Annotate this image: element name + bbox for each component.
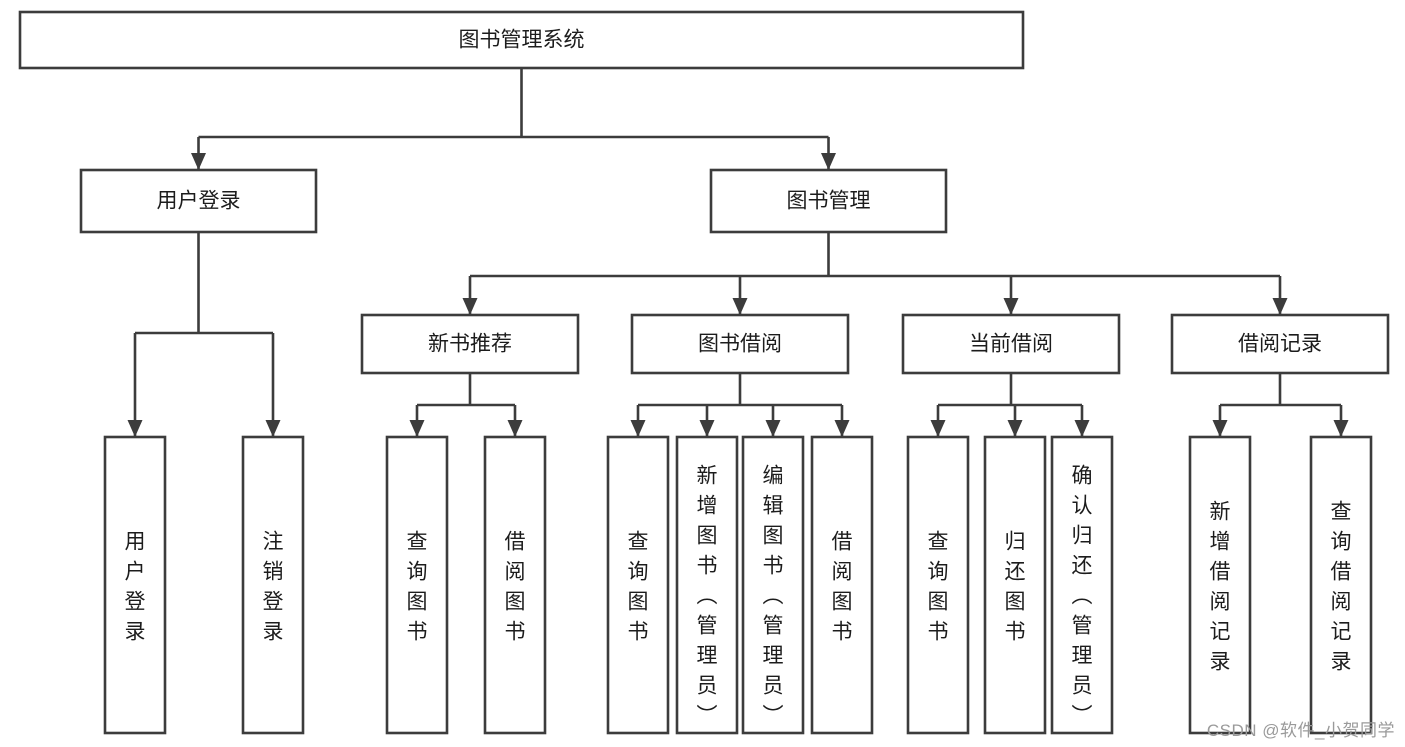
node-label-leaf-query-book-2: 查询图书 xyxy=(628,530,649,643)
arrow-head xyxy=(191,153,206,170)
arrow-head xyxy=(1007,420,1023,437)
node-leaf-query-record[interactable]: 查询借阅记录 xyxy=(1309,435,1373,735)
arrow-head xyxy=(507,420,523,437)
node-box-new-book-recommend xyxy=(360,313,580,375)
arrow-head xyxy=(1212,420,1228,437)
arrow-head xyxy=(699,420,715,437)
node-label-leaf-confirm-return: 确认归还︵管理员︶ xyxy=(1072,464,1093,727)
node-box-user-login xyxy=(79,168,318,234)
arrow-head xyxy=(1003,298,1019,315)
arrow-head xyxy=(821,153,836,170)
arrow-head xyxy=(409,420,425,437)
arrow-head xyxy=(127,420,143,437)
node-book-manage[interactable]: 图书管理 xyxy=(709,168,948,234)
node-leaf-query-book-2[interactable]: 查询图书 xyxy=(606,435,670,735)
node-label-book-borrow: 图书借阅 xyxy=(698,333,782,356)
node-box-leaf-borrow-book-2 xyxy=(810,435,874,735)
arrow-head xyxy=(1272,298,1288,315)
node-label-leaf-add-book: 新增图书︵管理员︶ xyxy=(697,464,718,727)
node-borrow-record[interactable]: 借阅记录 xyxy=(1170,313,1390,375)
node-box-leaf-add-book xyxy=(675,435,739,735)
node-leaf-borrow-book-2[interactable]: 借阅图书 xyxy=(810,435,874,735)
node-root[interactable]: 图书管理系统 xyxy=(18,10,1025,70)
arrow-head xyxy=(732,298,748,315)
node-label-borrow-record: 借阅记录 xyxy=(1238,333,1322,356)
edge-record-to-leaves xyxy=(1212,373,1349,437)
node-label-leaf-logout: 注销登录 xyxy=(263,530,284,643)
arrow-head xyxy=(765,420,781,437)
node-box-leaf-confirm-return xyxy=(1050,435,1114,735)
node-box-current-borrow xyxy=(901,313,1121,375)
node-label-leaf-query-record: 查询借阅记录 xyxy=(1331,500,1352,673)
node-leaf-edit-book[interactable]: 编辑图书︵管理员︶ xyxy=(741,435,805,735)
node-label-leaf-borrow-book-2: 借阅图书 xyxy=(832,530,853,643)
node-label-leaf-borrow-book-1: 借阅图书 xyxy=(505,530,526,643)
node-box-leaf-edit-book xyxy=(741,435,805,735)
arrow-head xyxy=(630,420,646,437)
csdn-watermark: CSDN @软件_小贺同学 xyxy=(1206,721,1395,740)
node-label-leaf-edit-book: 编辑图书︵管理员︶ xyxy=(763,464,784,727)
arrow-head xyxy=(1333,420,1349,437)
node-label-book-manage: 图书管理 xyxy=(787,190,871,213)
node-box-leaf-query-book-3 xyxy=(906,435,970,735)
node-layer: 图书管理系统用户登录图书管理新书推荐图书借阅当前借阅借阅记录用户登录注销登录查询… xyxy=(18,10,1390,735)
arrow-head xyxy=(265,420,281,437)
edge-root-to-level2 xyxy=(191,68,836,170)
node-leaf-add-record[interactable]: 新增借阅记录 xyxy=(1188,435,1252,735)
node-leaf-add-book[interactable]: 新增图书︵管理员︶ xyxy=(675,435,739,735)
node-label-leaf-user-login: 用户登录 xyxy=(125,530,146,643)
node-box-book-borrow xyxy=(630,313,850,375)
edge-current-to-leaves xyxy=(930,373,1090,437)
arrow-head xyxy=(834,420,850,437)
node-label-leaf-return-book: 归还图书 xyxy=(1005,530,1026,643)
node-label-new-book-recommend: 新书推荐 xyxy=(428,333,512,356)
node-user-login[interactable]: 用户登录 xyxy=(79,168,318,234)
edge-bookmanage-to-level3 xyxy=(462,232,1288,315)
node-box-leaf-query-book-2 xyxy=(606,435,670,735)
node-leaf-logout[interactable]: 注销登录 xyxy=(241,435,305,735)
node-leaf-query-book-3[interactable]: 查询图书 xyxy=(906,435,970,735)
node-book-borrow[interactable]: 图书借阅 xyxy=(630,313,850,375)
edge-userlogin-to-leaves xyxy=(127,232,281,437)
node-leaf-confirm-return[interactable]: 确认归还︵管理员︶ xyxy=(1050,435,1114,735)
edge-borrow-to-leaves xyxy=(630,373,850,437)
node-leaf-user-login[interactable]: 用户登录 xyxy=(103,435,167,735)
edge-recommend-to-leaves xyxy=(409,373,523,437)
arrow-head xyxy=(1074,420,1090,437)
arrow-head xyxy=(930,420,946,437)
node-label-root: 图书管理系统 xyxy=(459,29,585,52)
node-leaf-return-book[interactable]: 归还图书 xyxy=(983,435,1047,735)
node-box-leaf-query-book-1 xyxy=(385,435,449,735)
node-label-current-borrow: 当前借阅 xyxy=(969,333,1053,356)
node-current-borrow[interactable]: 当前借阅 xyxy=(901,313,1121,375)
connector-layer xyxy=(127,68,1349,437)
node-new-book-recommend[interactable]: 新书推荐 xyxy=(360,313,580,375)
node-box-leaf-query-record xyxy=(1309,435,1373,735)
node-box-leaf-user-login xyxy=(103,435,167,735)
node-leaf-query-book-1[interactable]: 查询图书 xyxy=(385,435,449,735)
node-box-leaf-return-book xyxy=(983,435,1047,735)
node-box-root xyxy=(18,10,1025,70)
arrow-head xyxy=(462,298,478,315)
node-label-user-login: 用户登录 xyxy=(157,190,241,213)
node-box-borrow-record xyxy=(1170,313,1390,375)
node-box-book-manage xyxy=(709,168,948,234)
node-label-leaf-query-book-3: 查询图书 xyxy=(928,530,949,643)
node-box-leaf-borrow-book-1 xyxy=(483,435,547,735)
node-box-leaf-logout xyxy=(241,435,305,735)
node-label-leaf-query-book-1: 查询图书 xyxy=(407,530,428,643)
node-label-leaf-add-record: 新增借阅记录 xyxy=(1210,500,1231,673)
node-box-leaf-add-record xyxy=(1188,435,1252,735)
node-leaf-borrow-book-1[interactable]: 借阅图书 xyxy=(483,435,547,735)
